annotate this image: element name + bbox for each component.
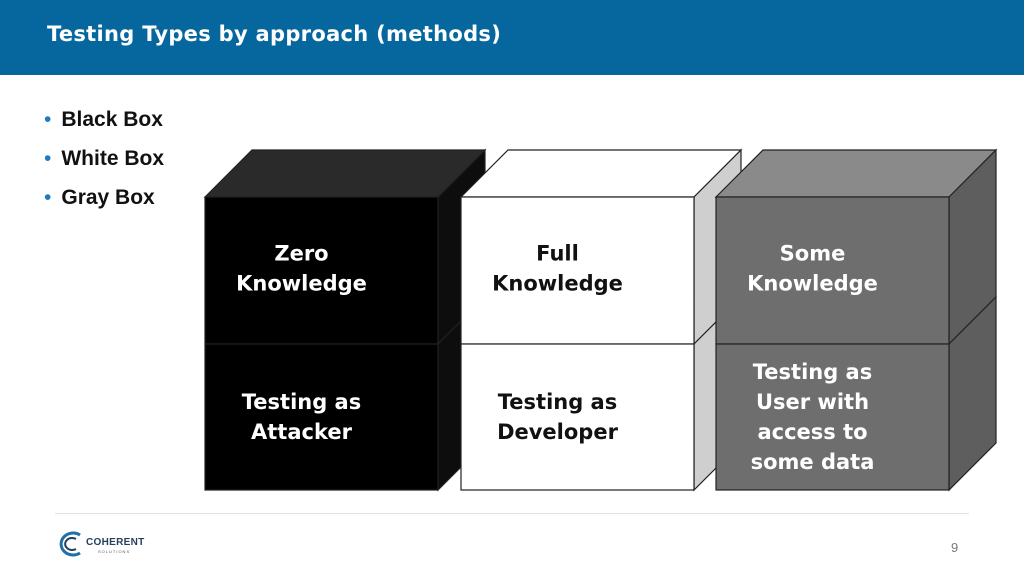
black-cube-testing-label: Testing as <box>242 390 361 414</box>
gray-cube-knowledge-label: Knowledge <box>747 272 878 296</box>
gray-cube-testing-label: access to <box>757 420 867 444</box>
title-bar: Testing Types by approach (methods) <box>0 0 1024 75</box>
bullet-item-gray-box: • Gray Box <box>44 184 164 223</box>
gray-cube-upper-front-face <box>715 196 950 345</box>
black-cube-top-face <box>203 149 487 198</box>
footer-divider <box>55 513 969 514</box>
black-cube-knowledge-label: Zero <box>274 242 328 266</box>
white-cube-testing-label: Developer <box>497 420 619 444</box>
bullet-marker: • <box>44 186 52 209</box>
bullet-marker: • <box>44 147 52 170</box>
slide-title: Testing Types by approach (methods) <box>47 22 502 46</box>
gray-cube-top-face <box>714 149 998 198</box>
bullet-text: Black Box <box>61 108 163 131</box>
logo-wordmark: COHERENT <box>86 537 145 548</box>
bullet-list: • Black Box • White Box • Gray Box <box>44 106 164 223</box>
gray-cube-testing-label: Testing as <box>753 360 872 384</box>
white-cube-knowledge-label: Full <box>536 242 579 266</box>
black-cube-testing-label: Attacker <box>251 420 353 444</box>
bullet-text: Gray Box <box>61 186 155 209</box>
gray-cube-testing-label: some data <box>751 450 875 474</box>
white-cube-knowledge-label: Knowledge <box>492 272 623 296</box>
coherent-logo-icon <box>59 531 81 557</box>
gray-cube-knowledge-label: Some <box>780 242 846 266</box>
logo-subtext: SOLUTIONS <box>98 549 131 554</box>
white-cube-upper-front-face <box>460 196 695 345</box>
black-cube-knowledge-label: Knowledge <box>236 272 367 296</box>
white-cube-lower-front-face <box>460 343 695 491</box>
bullet-text: White Box <box>61 147 165 170</box>
black-cube-upper-front-face <box>204 196 439 345</box>
white-cube-testing-label: Testing as <box>498 390 617 414</box>
page-number: 9 <box>951 540 959 555</box>
gray-cube-lower-front-face <box>715 343 950 491</box>
white-cube-top-face <box>459 149 743 198</box>
gray-cube-testing-label: User with <box>756 390 869 414</box>
bullet-marker: • <box>44 108 52 131</box>
bullet-item-black-box: • Black Box <box>44 106 164 145</box>
bullet-item-white-box: • White Box <box>44 145 164 184</box>
black-cube-lower-front-face <box>204 343 439 491</box>
